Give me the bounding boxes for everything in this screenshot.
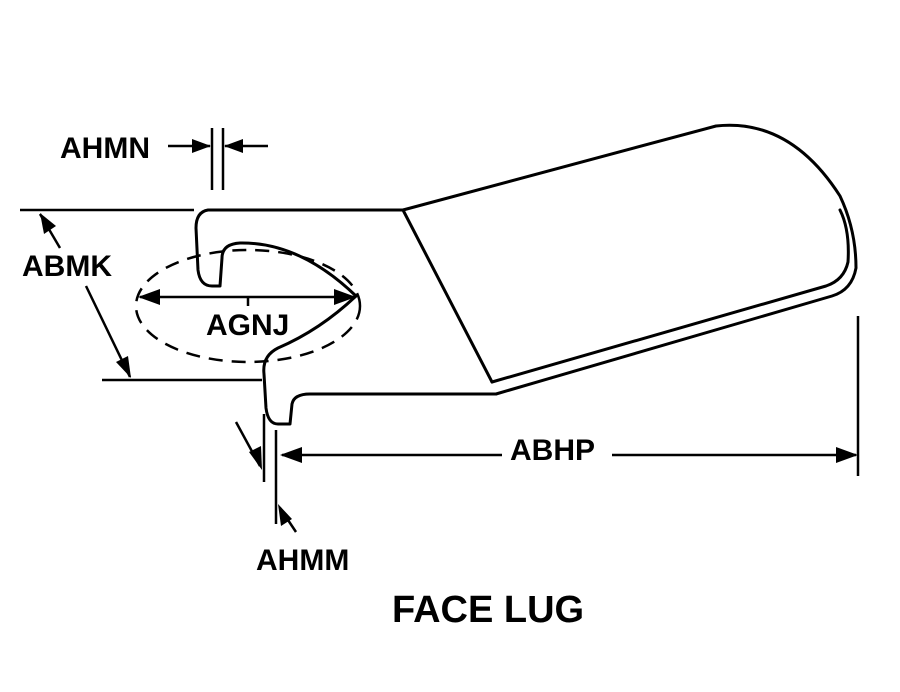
ahmm-dimension <box>234 414 298 533</box>
label-ahmn: AHMN <box>60 132 150 165</box>
label-ahmm: AHMM <box>256 544 349 577</box>
base-plate-bottom-edge <box>262 294 498 426</box>
hole-dashed-ellipse <box>134 248 362 364</box>
abhp-dimension <box>280 316 860 476</box>
label-agnj: AGNJ <box>206 309 289 342</box>
label-abmk: ABMK <box>22 250 112 283</box>
base-plate-top-edge <box>194 208 405 298</box>
flange-top-edge <box>401 123 858 396</box>
diagram-title: FACE LUG <box>392 589 584 631</box>
abmk-dimension <box>20 208 262 382</box>
flange-inner-edge <box>490 208 850 384</box>
bend-line <box>401 208 494 384</box>
agnj-dimension <box>138 289 356 306</box>
label-abhp: ABHP <box>510 434 595 467</box>
ahmn-dimension <box>168 128 268 190</box>
lug-outline <box>194 123 858 426</box>
